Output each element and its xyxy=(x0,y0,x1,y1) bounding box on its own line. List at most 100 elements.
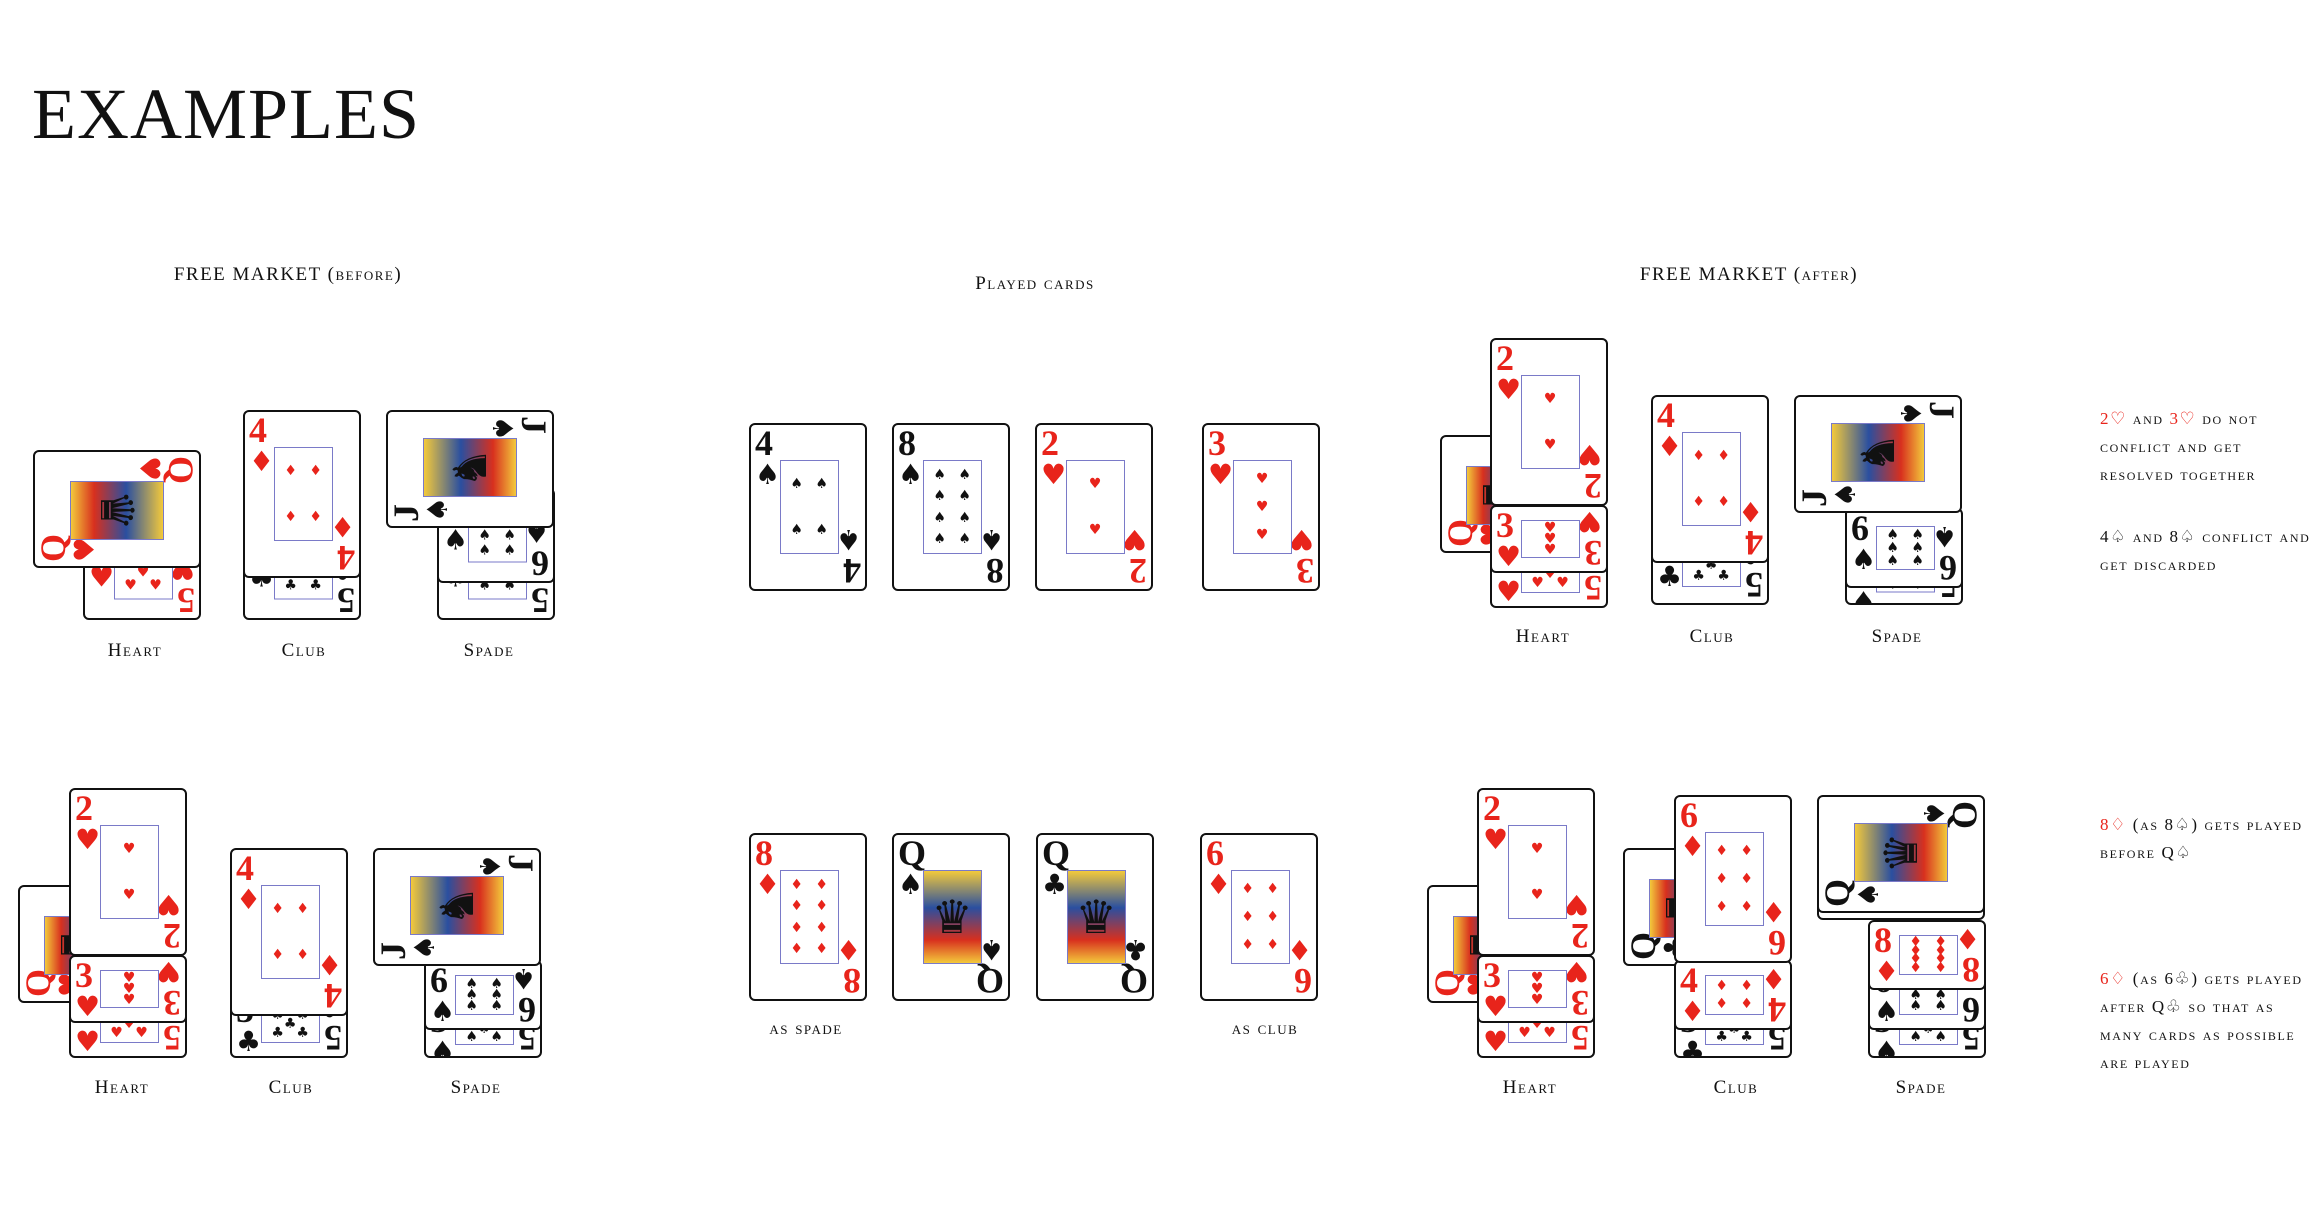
card-pip-icon: ♥ xyxy=(124,577,137,594)
playing-card: 6♦6♦♦♦♦♦♦♦ xyxy=(1674,795,1792,963)
playing-card: Q♠Q♠♛ xyxy=(1817,795,1985,913)
card-rank: 6 xyxy=(1768,923,1786,963)
card-face: 3♥3♥♥♥♥ xyxy=(1204,425,1318,589)
card-pip-icon: ♥ xyxy=(1530,840,1544,857)
card-rank: 5 xyxy=(324,1018,342,1058)
card-suit-icon: ♠ xyxy=(1852,881,1885,907)
card-suit-icon: ♠ xyxy=(421,496,454,522)
playing-card: 6♠6♠♠♠♠♠♠♠ xyxy=(424,960,542,1030)
card-pip-icon: ♠ xyxy=(1909,1028,1922,1045)
card-suit-icon: ♦ xyxy=(1760,895,1786,928)
card-pip-icon: ♠ xyxy=(933,531,946,548)
card-suit-icon: ♥ xyxy=(1496,540,1522,573)
card-rank: 4 xyxy=(1768,990,1786,1030)
card-pip-icon: ♦ xyxy=(1266,908,1279,925)
card-pip-icon: ♦ xyxy=(790,876,803,893)
card-face: 8♠8♠♠♠♠♠♠♠♠♠ xyxy=(894,425,1008,589)
card-pip-icon: ♥ xyxy=(1088,475,1102,492)
pile-label-club: Club xyxy=(1689,626,1735,647)
card-pip-icon: ♠ xyxy=(958,531,971,548)
card-pip-icon: ♦ xyxy=(1909,933,1922,950)
card-face: Q♣Q♣♛ xyxy=(1038,835,1152,1001)
card-suit-icon: ♥ xyxy=(1563,955,1589,988)
card-rank: Q xyxy=(1119,961,1148,1001)
card-pip-icon: ♠ xyxy=(1886,527,1899,544)
card-rank: 6 xyxy=(1962,990,1980,1030)
card-suit-icon: ♦ xyxy=(1760,962,1786,995)
card-suit-icon: ♦ xyxy=(1680,995,1706,1028)
pile-label-heart: Heart xyxy=(107,640,163,661)
card-pip-icon: ♥ xyxy=(1543,437,1557,453)
card-pip-icon: ♣ xyxy=(271,1025,284,1041)
card-rank: 3 xyxy=(1571,983,1589,1023)
card-pip-icon: ♠ xyxy=(1886,552,1899,569)
card-rank: 2 xyxy=(75,788,93,828)
card-pip-icon: ♥ xyxy=(1531,575,1544,591)
card-face: 4♦4♦♦♦♦♦ xyxy=(1676,962,1790,1030)
card-rank: 3 xyxy=(163,983,181,1023)
card-rank: 5 xyxy=(1584,568,1602,608)
card-face: 3♥3♥♥♥♥ xyxy=(1492,505,1606,573)
card-suit-icon: ♠ xyxy=(835,523,861,556)
pile-label-heart: Heart xyxy=(1502,1077,1558,1098)
face-card-figure-icon: ♛ xyxy=(923,870,981,964)
card-pip-icon: ♦ xyxy=(1241,908,1254,925)
card-rank: 4 xyxy=(1745,523,1763,563)
card-face: 8♦8♦♦♦♦♦♦♦♦♦ xyxy=(751,835,865,999)
playing-card: 4♦4♦♦♦♦♦ xyxy=(1651,395,1769,563)
pile-label-heart: Heart xyxy=(94,1077,150,1098)
card-face: 3♥3♥♥♥♥ xyxy=(71,955,185,1023)
card-suit-icon: ♥ xyxy=(1496,575,1522,608)
card-pip-icon: ♦ xyxy=(790,897,803,914)
playing-card: 8♦8♦♦♦♦♦♦♦♦♦ xyxy=(749,833,867,1001)
card-suit-icon: ♥ xyxy=(1563,888,1589,921)
playing-card: J♠J♠♞ xyxy=(373,848,541,966)
card-pip-icon: ♦ xyxy=(284,462,297,479)
card-pip-icon: ♦ xyxy=(1715,996,1728,1013)
card-pip-icon: ♥ xyxy=(1530,887,1544,903)
card-center-frame: ♥♥ xyxy=(99,824,159,920)
card-pip-icon: ♠ xyxy=(490,998,503,1015)
card-pip-icon: ♦ xyxy=(1934,942,1947,959)
card-suit-icon: ♣ xyxy=(1122,933,1148,966)
card-suit-icon: ♣ xyxy=(1042,868,1068,901)
card-center-frame: ♠♠♠♠♠♠♠♠ xyxy=(922,459,982,555)
playing-card: 4♦4♦♦♦♦♦ xyxy=(230,848,348,1016)
note-conflict: 4♤ and 8♤ conflict and get discarded xyxy=(2100,527,2311,574)
pile-label-heart: Heart xyxy=(1515,626,1571,647)
card-pip-icon: ♦ xyxy=(815,876,828,893)
card-rank: 8 xyxy=(1962,950,1980,990)
card-suit-icon: ♥ xyxy=(1121,523,1147,556)
card-pip-icon: ♦ xyxy=(1266,881,1279,898)
card-center-frame: ♠♠♠♠ xyxy=(779,459,839,555)
card-pip-icon: ♥ xyxy=(122,970,136,987)
card-rank: 6 xyxy=(1851,508,1869,548)
face-card-figure-icon: ♛ xyxy=(1067,870,1125,964)
card-pip-icon: ♠ xyxy=(815,475,828,492)
note-no-conflict: 2♡ and 3♡ do not conflict and get resolv… xyxy=(2100,405,2320,489)
card-suit-icon: ♥ xyxy=(1576,505,1602,538)
playing-card: J♠J♠♞ xyxy=(1794,395,1962,513)
card-suit-icon: ♣ xyxy=(236,1025,262,1058)
as-club-label: as club xyxy=(1231,1018,1299,1039)
card-rank: Q xyxy=(975,961,1004,1001)
card-rank: 3 xyxy=(75,955,93,995)
card-rank: 6 xyxy=(1294,961,1312,1001)
card-pip-icon: ♥ xyxy=(1543,520,1557,537)
card-center-frame: ♥♥ xyxy=(1520,374,1580,470)
card-pip-icon: ♠ xyxy=(1911,539,1924,556)
card-suit-icon: ♥ xyxy=(1288,523,1314,556)
card-pip-icon: ♦ xyxy=(296,947,309,963)
card-suit-icon: ♠ xyxy=(1931,520,1957,553)
card-face: 4♦4♦♦♦♦♦ xyxy=(245,412,359,576)
card-pip-icon: ♠ xyxy=(933,487,946,504)
card-rank: 2 xyxy=(1483,788,1501,828)
card-suit-icon: ♥ xyxy=(133,456,166,482)
card-center-frame: ♦♦♦♦♦♦♦♦ xyxy=(1898,933,1958,976)
pile-label-spade: Spade xyxy=(1871,626,1923,647)
card-pip-icon: ♦ xyxy=(1909,960,1922,976)
card-suit-icon: ♥ xyxy=(1483,823,1509,856)
card-pip-icon: ♦ xyxy=(309,462,322,479)
card-pip-icon: ♠ xyxy=(465,975,478,992)
